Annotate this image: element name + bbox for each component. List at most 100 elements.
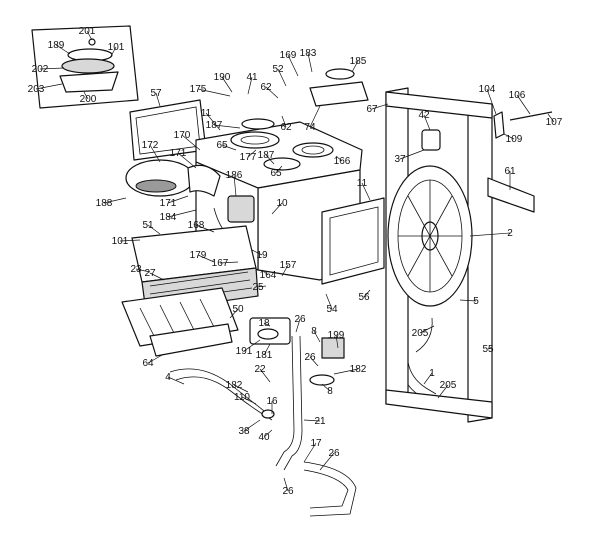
callout-175: 175 — [190, 84, 207, 95]
leader-line-185 — [351, 60, 359, 73]
leader-line-182 — [333, 368, 359, 375]
callout-190: 190 — [214, 72, 231, 83]
callout-188: 188 — [96, 198, 113, 209]
callout-17: 17 — [310, 438, 322, 449]
fin-line-2 — [149, 279, 251, 295]
burner-bar-3 — [179, 301, 197, 335]
callout-170: 170 — [174, 130, 191, 141]
callout-177: 177 — [240, 152, 257, 163]
leader-line-187 — [213, 124, 241, 129]
callout-16: 16 — [266, 396, 278, 407]
callout-101: 101 — [112, 236, 129, 247]
leader-line-25 — [257, 285, 267, 288]
leader-line-8 — [313, 330, 321, 343]
leader-line-2 — [469, 232, 511, 237]
callout-205: 205 — [440, 380, 457, 391]
gasket-187 — [241, 118, 275, 130]
leader-line-57 — [155, 92, 161, 107]
callout-37: 37 — [394, 154, 406, 165]
leader-line-11 — [205, 112, 221, 131]
leader-line-26 — [295, 318, 301, 333]
pipe-17-outline — [303, 461, 357, 517]
callout-167: 167 — [212, 258, 229, 269]
fan-elbow — [187, 164, 221, 197]
callout-55: 55 — [482, 344, 494, 355]
leader-line-201 — [86, 30, 93, 41]
leader-line-182 — [233, 384, 249, 393]
leader-line-167 — [219, 261, 239, 264]
callout-23: 23 — [130, 264, 142, 275]
callout-182: 182 — [350, 364, 367, 375]
callout-11: 11 — [357, 178, 368, 189]
leader-line-203 — [35, 83, 63, 90]
leader-line-172 — [149, 144, 161, 163]
pipe-17 — [303, 469, 349, 509]
callout-199: 199 — [328, 330, 345, 341]
top-flange-right-inner — [301, 145, 325, 155]
top-flange-center — [263, 157, 301, 171]
callout-5: 5 — [473, 296, 479, 307]
leader-line-202 — [39, 67, 65, 70]
callout-182: 182 — [226, 380, 243, 391]
leader-line-205 — [419, 325, 435, 334]
top-flange-right — [292, 142, 334, 158]
pipe-4 — [169, 368, 269, 415]
inset-plate — [59, 71, 119, 93]
valve-199 — [321, 337, 345, 359]
callout-64: 64 — [142, 358, 154, 369]
leader-line-11 — [361, 182, 371, 201]
fan-outlet — [135, 179, 177, 193]
leader-line-168 — [195, 224, 215, 233]
leader-line-199 — [335, 334, 339, 349]
leader-line-179 — [197, 254, 215, 263]
flue-ring-185 — [325, 68, 355, 80]
leader-line-190 — [221, 76, 233, 93]
front-panel-57 — [129, 99, 207, 161]
callout-19: 19 — [256, 250, 268, 261]
leader-line-10 — [271, 202, 283, 215]
callout-8: 8 — [327, 386, 333, 397]
rear-frame-right-rail — [467, 103, 493, 423]
callout-56: 56 — [358, 292, 370, 303]
leader-line-8 — [321, 383, 331, 392]
pump-flange-191 — [257, 328, 279, 340]
expansion-vessel — [387, 165, 473, 307]
callout-40: 40 — [258, 432, 270, 443]
leader-line-171 — [167, 195, 189, 204]
leader-line-164 — [261, 269, 269, 276]
callout-50: 50 — [232, 304, 244, 315]
callout-25: 25 — [252, 282, 264, 293]
leader-line-186 — [233, 174, 237, 197]
bracket-61 — [487, 177, 535, 213]
leader-line-74 — [309, 105, 321, 128]
leader-line-107 — [547, 113, 555, 123]
rear-frame — [385, 87, 493, 423]
top-flange-left — [230, 131, 280, 149]
leader-line-109 — [503, 133, 515, 140]
callout-181: 181 — [256, 350, 273, 361]
leader-line-191 — [243, 339, 261, 352]
leader-line-50 — [229, 308, 239, 319]
pin-106 — [509, 111, 553, 121]
callout-104: 104 — [479, 84, 496, 95]
leader-line-62 — [265, 86, 279, 99]
callout-200: 200 — [80, 94, 97, 105]
leader-line-65 — [275, 165, 283, 174]
callout-171: 171 — [160, 198, 177, 209]
leader-line-22 — [259, 368, 271, 383]
leader-line-205 — [437, 384, 449, 399]
leader-line-56 — [363, 289, 371, 298]
callout-26: 26 — [328, 448, 340, 459]
vessel-spoke-4 — [407, 195, 453, 277]
leader-line-4 — [167, 376, 185, 385]
leader-line-104 — [486, 88, 497, 115]
pipe-4-outline — [175, 376, 273, 421]
callout-187: 187 — [258, 150, 275, 161]
callout-38: 38 — [238, 426, 250, 437]
callout-65: 65 — [270, 168, 282, 179]
leader-line-110 — [241, 396, 257, 405]
leader-line-101 — [109, 46, 117, 59]
callout-172: 172 — [142, 140, 159, 151]
